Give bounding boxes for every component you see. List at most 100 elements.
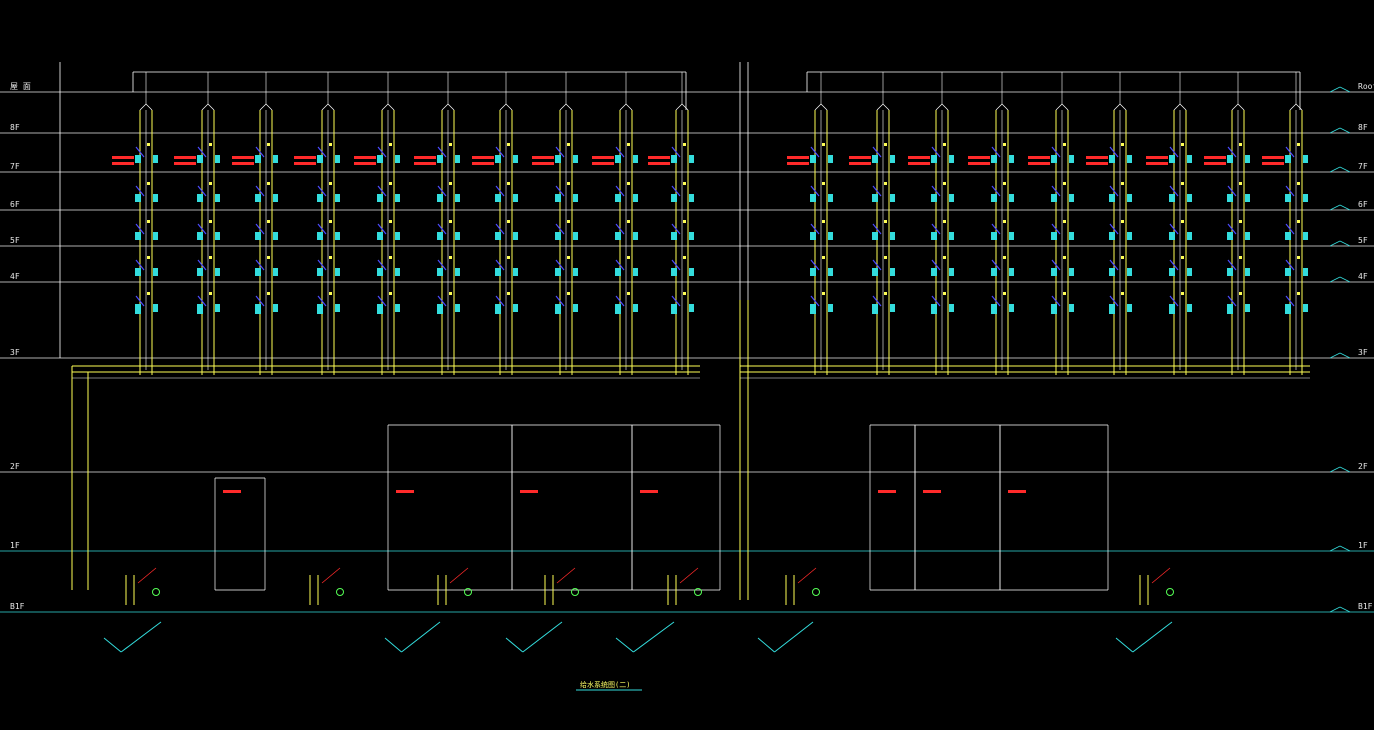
riser-cap-l-r-1	[876, 103, 884, 111]
node-l-4-4	[389, 292, 392, 295]
branch-l-1-4	[197, 295, 207, 307]
branch-r-0-2	[810, 223, 820, 235]
valve-b-l-0-2	[153, 232, 158, 240]
riser-cap-r-l-5	[447, 103, 455, 111]
red-tag-b-l-7	[532, 162, 554, 165]
riser-cap-l-r-0	[814, 103, 822, 111]
valve-b-l-0-0	[153, 155, 158, 163]
node-r-5-4	[1121, 292, 1124, 295]
pump-leader-2	[449, 567, 469, 584]
base-valve-l-5	[437, 306, 443, 314]
elev-mark-right-b-4f	[1339, 276, 1351, 283]
branch-r-2-1	[931, 185, 941, 197]
node-r-3-1	[1003, 182, 1006, 185]
node-r-6-2	[1181, 220, 1184, 223]
loop-red-tag-0	[223, 490, 241, 493]
valve-l-9-0	[671, 155, 677, 163]
valve-r-1-3	[872, 268, 878, 276]
valve-r-1-1	[872, 194, 878, 202]
node-l-6-1	[507, 182, 510, 185]
node-r-8-4	[1297, 292, 1300, 295]
valve-b-r-6-1	[1187, 194, 1192, 202]
node-r-1-2	[884, 220, 887, 223]
valve-r-2-0	[931, 155, 937, 163]
branch-r-0-3	[810, 259, 820, 271]
elev-mark-right-6f	[1329, 204, 1341, 211]
pump-leader-3	[556, 567, 576, 584]
valve-b-r-1-3	[890, 268, 895, 276]
pump-symbol-5	[812, 588, 820, 596]
branch-r-6-4	[1169, 295, 1179, 307]
node-r-0-1	[822, 182, 825, 185]
branch-r-3-1	[991, 185, 1001, 197]
valve-b-l-9-4	[689, 304, 694, 312]
node-r-0-0	[822, 143, 825, 146]
riser-cap-l-r-7	[1231, 103, 1239, 111]
red-tag-a-l-6	[472, 156, 494, 159]
valve-r-3-0	[991, 155, 997, 163]
branch-l-8-0	[615, 146, 625, 158]
riser-cap-r-l-0	[145, 103, 153, 111]
valve-l-6-3	[495, 268, 501, 276]
valve-r-8-0	[1285, 155, 1291, 163]
branch-l-4-1	[377, 185, 387, 197]
node-r-7-2	[1239, 220, 1242, 223]
valve-r-5-1	[1109, 194, 1115, 202]
branch-l-3-4	[317, 295, 327, 307]
valve-b-r-7-3	[1245, 268, 1250, 276]
node-r-4-3	[1063, 256, 1066, 259]
riser-cap-l-r-2	[935, 103, 943, 111]
drawing-title-block: 给水系统图(二)	[576, 680, 642, 691]
riser-cap-r-l-8	[625, 103, 633, 111]
riser-cap-l-l-5	[441, 103, 449, 111]
valve-b-r-2-4	[949, 304, 954, 312]
riser-cap-r-r-3	[1001, 103, 1009, 111]
node-l-2-3	[267, 256, 270, 259]
node-r-7-3	[1239, 256, 1242, 259]
branch-l-8-2	[615, 223, 625, 235]
valve-l-2-3	[255, 268, 261, 276]
node-l-6-3	[507, 256, 510, 259]
red-tag-a-l-8	[592, 156, 614, 159]
valve-b-l-0-4	[153, 304, 158, 312]
valve-b-l-8-3	[633, 268, 638, 276]
riser-cap-l-l-8	[619, 103, 627, 111]
riser-cap-l-r-8	[1289, 103, 1297, 111]
branch-r-2-2	[931, 223, 941, 235]
base-valve-l-2	[255, 306, 261, 314]
elev-mark-right-8f	[1329, 127, 1341, 134]
valve-l-7-1	[555, 194, 561, 202]
valve-b-r-2-0	[949, 155, 954, 163]
branch-r-4-4	[1051, 295, 1061, 307]
valve-b-r-4-0	[1069, 155, 1074, 163]
branch-l-1-1	[197, 185, 207, 197]
branch-l-8-4	[615, 295, 625, 307]
red-tag-b-r-3	[968, 162, 990, 165]
valve-l-6-0	[495, 155, 501, 163]
node-l-3-0	[329, 143, 332, 146]
riser-cap-r-r-5	[1119, 103, 1127, 111]
valve-b-l-6-3	[513, 268, 518, 276]
valve-b-l-3-0	[335, 155, 340, 163]
branch-l-2-2	[255, 223, 265, 235]
node-r-2-2	[943, 220, 946, 223]
level-label-right-roof: Roof	[1358, 82, 1374, 91]
valve-r-8-1	[1285, 194, 1291, 202]
node-r-1-4	[884, 292, 887, 295]
valve-r-2-1	[931, 194, 937, 202]
node-l-2-4	[267, 292, 270, 295]
valve-b-l-6-4	[513, 304, 518, 312]
red-tag-a-l-2	[232, 156, 254, 159]
node-l-3-2	[329, 220, 332, 223]
node-l-2-2	[267, 220, 270, 223]
node-r-7-4	[1239, 292, 1242, 295]
fixture-marks	[112, 143, 1308, 596]
node-l-0-2	[147, 220, 150, 223]
branch-r-5-3	[1109, 259, 1119, 271]
valve-r-5-3	[1109, 268, 1115, 276]
valve-b-r-4-3	[1069, 268, 1074, 276]
branch-l-3-2	[317, 223, 327, 235]
elev-mark-right-b-6f	[1339, 204, 1351, 211]
node-l-4-1	[389, 182, 392, 185]
branch-r-2-3	[931, 259, 941, 271]
